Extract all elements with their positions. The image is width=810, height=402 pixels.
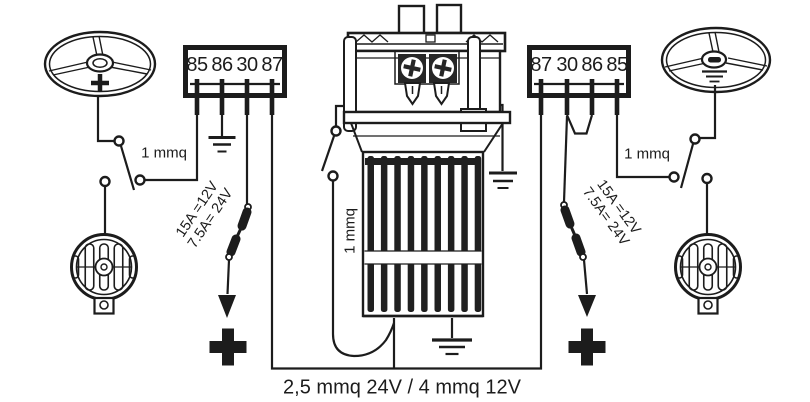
switch-pivot-contact <box>689 133 701 145</box>
left-down-arrow-icon <box>218 295 236 318</box>
right-fuse-plus-wire <box>582 259 589 295</box>
left-horn-icon <box>70 233 138 315</box>
bottom-bus-wire <box>270 115 543 370</box>
pressure-switch <box>327 125 342 182</box>
relay-pins <box>194 79 275 115</box>
left-wheel-wire <box>96 96 114 143</box>
left-relay-terminal-30: 30 <box>236 54 258 76</box>
left-relay-85-wire <box>144 115 199 182</box>
wheel-ground-icon <box>702 70 727 83</box>
right-relay-terminal-30: 30 <box>556 54 578 76</box>
right-relay-terminal-87: 87 <box>530 54 552 76</box>
bottom-wire-gauge-label: 2,5 mmq 24V / 4 mmq 12V <box>283 376 521 399</box>
left-fuse-plus-wire <box>226 259 231 295</box>
compressor-ground-icon <box>432 338 472 356</box>
right-down-arrow-icon <box>578 295 596 317</box>
left-battery-plus-icon <box>209 328 247 366</box>
switch-relay-contact <box>134 174 146 186</box>
right-battery-plus-icon <box>568 328 606 366</box>
right-horn-icon <box>674 233 742 315</box>
compressor-terminal-screws <box>398 54 457 83</box>
left-relay-ground-icon <box>208 136 236 153</box>
pressure-switch-lever <box>320 135 336 172</box>
pressure-switch-feed-wire <box>331 181 396 358</box>
right-steering-wheel-icon <box>660 26 772 94</box>
left-switch-lever <box>119 145 136 191</box>
switch-relay-contact <box>668 171 680 183</box>
switch-pivot-contact <box>113 135 125 147</box>
wheel-spokes <box>664 31 768 72</box>
left-relay-terminal-86: 86 <box>211 54 233 76</box>
switch-horn-contact <box>701 172 713 185</box>
plus-icon <box>91 74 109 92</box>
left-horn-selector-switch <box>99 135 146 188</box>
right-relay-30-fuse-wire <box>562 115 569 203</box>
left-relay-terminal-85: 85 <box>186 54 208 76</box>
left-steering-wheel-icon <box>43 30 157 98</box>
right-relay <box>527 45 631 115</box>
left-fuse-icon <box>225 203 252 261</box>
right-relay-30-86-jumper <box>565 114 594 135</box>
compressor-terminal-ground-icon <box>489 171 517 189</box>
compressor-pipe-right <box>435 3 463 35</box>
right-switch-lever <box>679 143 695 189</box>
left-wire-gauge-label: 1 mmq <box>141 144 187 162</box>
right-relay-terminal-86: 86 <box>581 54 603 76</box>
compressor-pipe-left <box>397 4 426 36</box>
compressor-ribs <box>365 156 482 312</box>
switch-horn-contact <box>99 175 111 188</box>
compressor-icon <box>342 3 512 318</box>
left-relay-terminal-87: 87 <box>261 54 283 76</box>
right-wheel-wire <box>700 85 717 140</box>
right-horn-selector-switch <box>668 133 713 185</box>
wheel-spokes <box>48 35 152 76</box>
compressor-spade-terminals <box>403 82 451 106</box>
right-fuse-icon <box>560 201 587 261</box>
left-relay <box>183 45 287 115</box>
relay-pins <box>538 79 620 115</box>
right-relay-terminal-85: 85 <box>606 54 628 76</box>
compressor-wire-gauge-label: 1 mmq <box>341 208 359 254</box>
right-relay-85-wire <box>615 115 669 179</box>
right-wire-gauge-label: 1 mmq <box>624 145 670 163</box>
